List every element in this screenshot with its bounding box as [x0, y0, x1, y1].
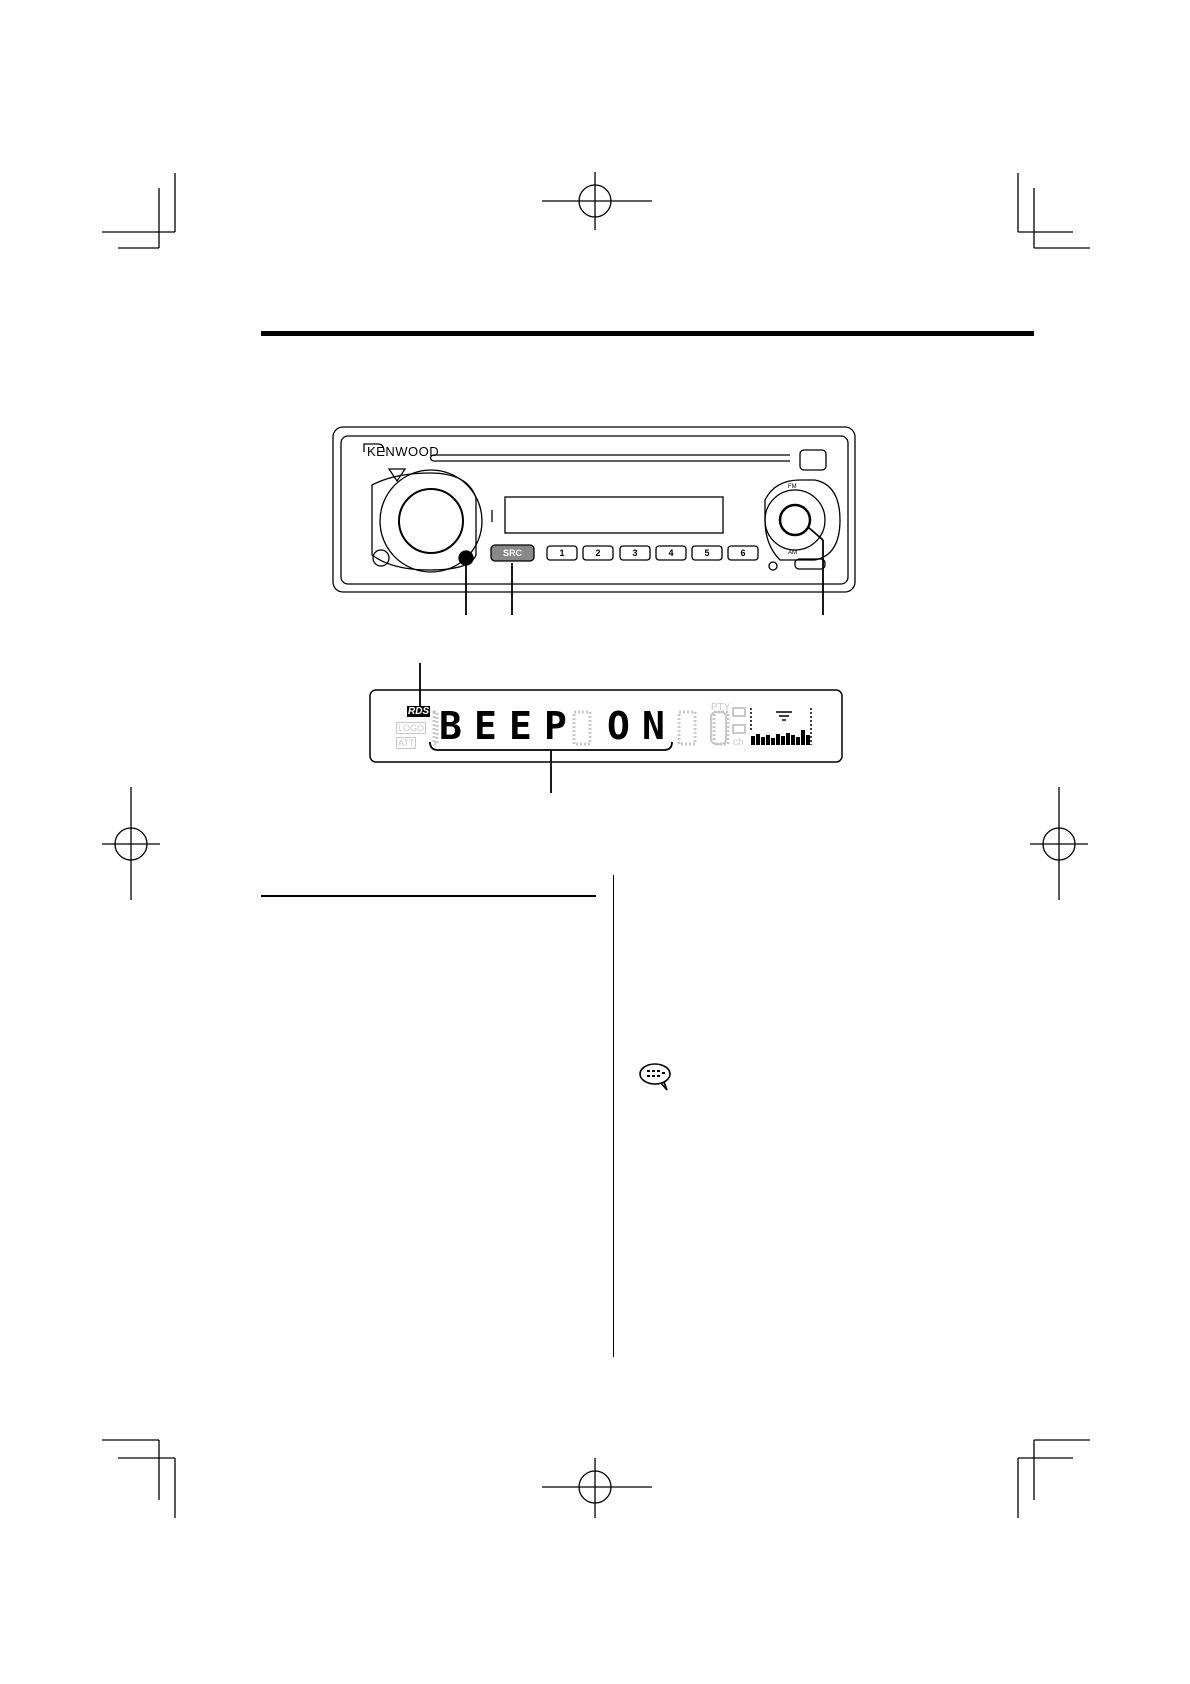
display-char-5: O [607, 704, 630, 748]
preset-button-3[interactable]: 3 [632, 548, 638, 558]
preset-button-1[interactable]: 1 [559, 548, 565, 558]
logo-indicator: LOGO [396, 722, 427, 734]
fm-label: FM [788, 484, 797, 490]
channel-indicator: ch [733, 737, 744, 748]
att-indicator: ATT [396, 737, 417, 749]
rds-indicator: RDS [407, 706, 431, 717]
preset-button-4[interactable]: 4 [668, 548, 674, 558]
preset-button-5[interactable]: 5 [704, 548, 710, 558]
brand-logo-text: KENWOOD [367, 444, 440, 459]
column-divider [613, 875, 614, 1357]
am-label: AM [788, 550, 797, 556]
display-char-1: B [439, 704, 462, 748]
preset-button-6[interactable]: 6 [740, 548, 746, 558]
section-rule [261, 895, 596, 897]
src-button[interactable]: SRC [502, 548, 522, 558]
pty-indicator: PTY [711, 702, 731, 713]
display-char-6: N [642, 704, 665, 748]
display-char-2: E [474, 704, 497, 748]
display-char-4: P [544, 704, 567, 748]
preset-button-2[interactable]: 2 [595, 548, 601, 558]
src-button-shape [490, 544, 535, 562]
display-char-3: E [509, 704, 532, 748]
header-rule [261, 331, 1034, 336]
